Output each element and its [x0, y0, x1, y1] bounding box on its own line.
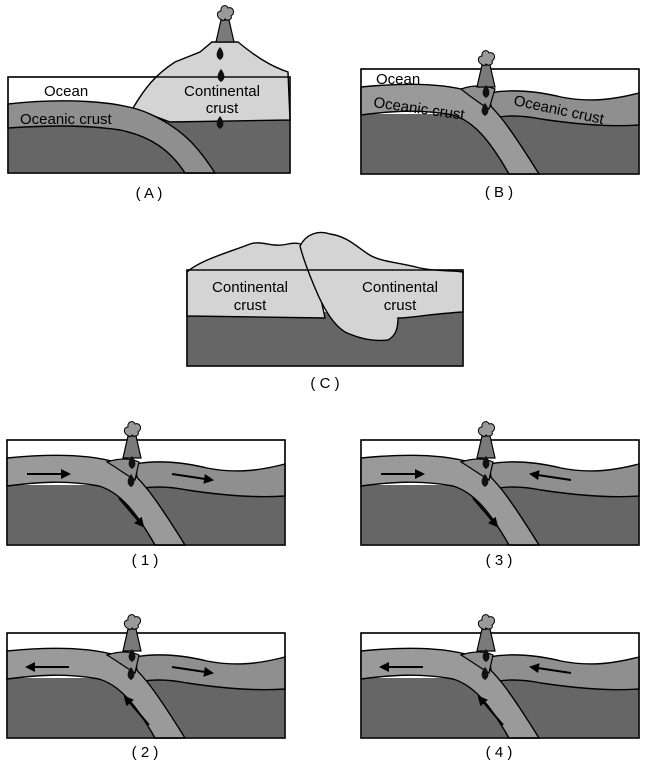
subduction-cross-section	[6, 439, 286, 546]
panel-a: Ocean Oceanic crust Continental crust ( …	[7, 4, 291, 202]
mantle-layer	[187, 312, 463, 366]
arrow-up-icon	[123, 695, 150, 726]
arrow-left-icon	[529, 663, 572, 674]
option-panel	[6, 421, 286, 546]
arrow-down-icon	[118, 497, 145, 528]
caption-b: ( B )	[485, 184, 513, 201]
option-panel	[360, 421, 640, 546]
ocean-label: Ocean	[44, 83, 88, 100]
panel-b: Ocean Oceanic crust Oceanic crust ( B )	[360, 49, 640, 201]
option-caption: ( 1 )	[132, 552, 159, 569]
volcano-icon	[215, 4, 235, 43]
arrow-left-icon	[529, 470, 572, 481]
arrow-down-icon	[472, 497, 499, 528]
ocean-label: Ocean	[376, 71, 420, 88]
continental-crust-shape	[131, 41, 291, 123]
subduction-cross-section	[360, 439, 640, 546]
arrow-up-icon	[477, 695, 504, 726]
panel-c: Continental crust Continental crust ( C …	[186, 231, 464, 392]
continental-crust-label: Continental	[184, 83, 260, 100]
option-caption: ( 2 )	[132, 744, 159, 761]
continental-crust-right-label: crust	[384, 297, 417, 314]
arrow-right-icon	[171, 666, 214, 677]
caption-c: ( C )	[310, 375, 339, 392]
option-caption: ( 3 )	[486, 552, 513, 569]
continental-crust-label: crust	[206, 100, 239, 117]
continental-crust-right-shape	[299, 231, 464, 342]
continental-crust-left-label: crust	[234, 297, 267, 314]
arrow-right-icon	[171, 473, 214, 484]
continental-crust-left-label: Continental	[212, 279, 288, 296]
caption-a: ( A )	[136, 185, 163, 202]
oceanic-crust-label: Oceanic crust	[20, 111, 113, 128]
continental-crust-right-label: Continental	[362, 279, 438, 296]
answer-options: ( 1 ) ( 3 ) ( 2 ) ( 4 )	[6, 421, 640, 761]
option-panel	[6, 613, 286, 739]
option-caption: ( 4 )	[486, 744, 513, 761]
option-panel	[360, 613, 640, 739]
